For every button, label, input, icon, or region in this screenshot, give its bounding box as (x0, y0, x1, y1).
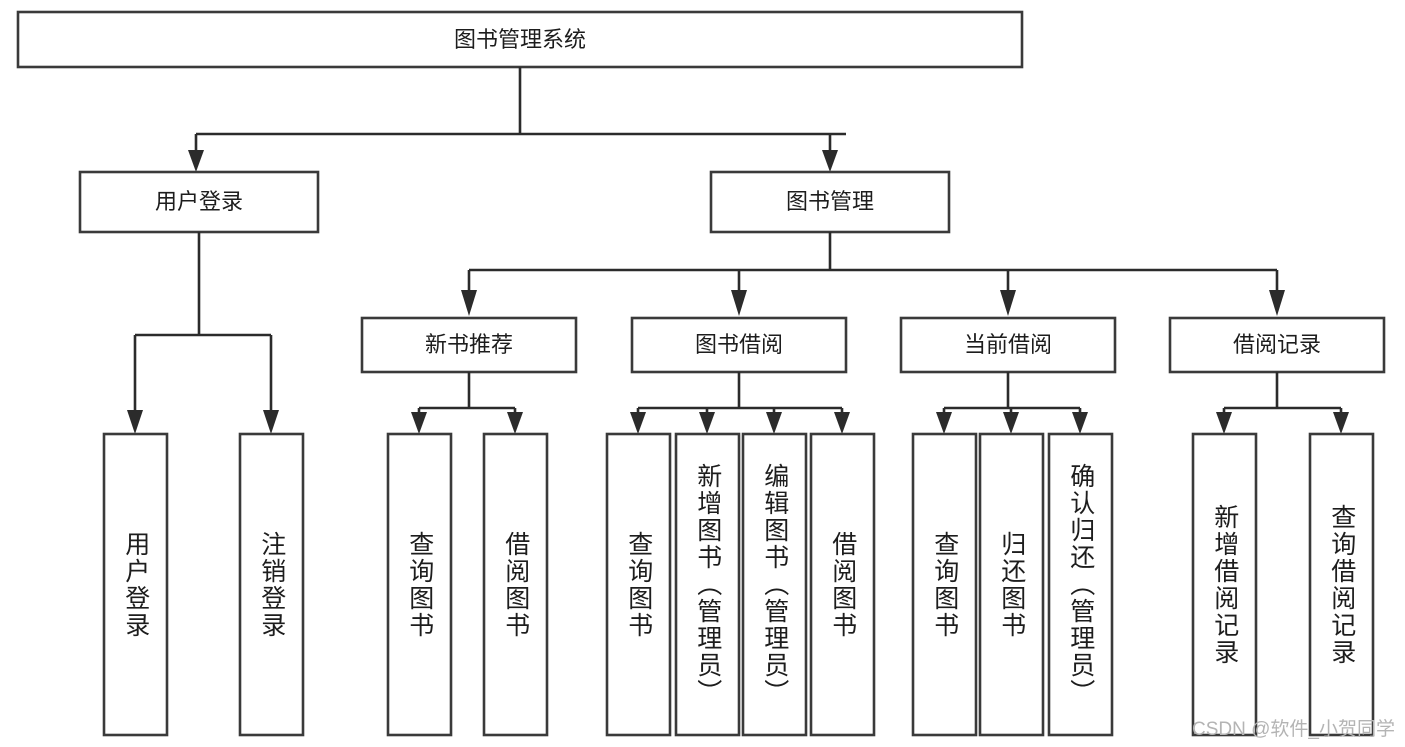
connector-book-management-to-level3 (461, 232, 1285, 316)
connector-current-borrow-to-leaves (936, 372, 1088, 434)
node-new-book-recommend-label: 新书推荐 (425, 332, 513, 357)
leaf-box-edit-book[interactable] (741, 432, 808, 737)
arrow-head-icon (822, 150, 838, 172)
leaf-box-add-record[interactable] (1191, 432, 1258, 737)
arrow-head-icon (411, 412, 427, 434)
node-current-borrow-label: 当前借阅 (964, 332, 1052, 357)
arrow-head-icon (766, 412, 782, 434)
node-title-box (16, 10, 1024, 69)
arrow-head-icon (188, 150, 204, 172)
arrow-head-icon (1000, 290, 1016, 316)
node-new-book-recommend[interactable]: 新书推荐 (360, 316, 578, 374)
arrow-head-icon (936, 412, 952, 434)
leaf-box-query-record[interactable] (1308, 432, 1375, 737)
node-current-borrow[interactable]: 当前借阅 (899, 316, 1117, 374)
leaf-box-query-book-3[interactable] (911, 432, 978, 737)
arrow-head-icon (834, 412, 850, 434)
node-book-management-label: 图书管理 (786, 189, 874, 214)
leaf-box-logout[interactable] (238, 432, 305, 737)
arrow-head-icon (507, 412, 523, 434)
node-new-book-recommend-box (360, 316, 578, 374)
watermark-text: CSDN @软件_小贺同学 (1192, 719, 1395, 740)
leaf-box-confirm-return[interactable] (1047, 432, 1114, 737)
node-user-login-box (78, 170, 320, 234)
connector-root-to-level2 (188, 67, 846, 172)
leaf-box-return-book[interactable] (978, 432, 1045, 737)
arrow-head-icon (1269, 290, 1285, 316)
leaf-boxes (102, 432, 1375, 737)
node-current-borrow-box (899, 316, 1117, 374)
arrow-head-icon (731, 290, 747, 316)
connector-new-book-recommend-to-leaves (411, 372, 523, 434)
arrow-head-icon (1333, 412, 1349, 434)
leaf-box-query-book-2[interactable] (605, 432, 672, 737)
node-book-borrow-label: 图书借阅 (695, 332, 783, 357)
arrow-head-icon (127, 410, 143, 434)
leaf-box-borrow-book-1[interactable] (482, 432, 549, 737)
connector-borrow-record-to-leaves (1216, 372, 1349, 434)
node-title-label: 图书管理系统 (454, 27, 586, 52)
node-borrow-record[interactable]: 借阅记录 (1168, 316, 1386, 374)
arrow-head-icon (263, 410, 279, 434)
connector-book-borrow-to-leaves (630, 372, 850, 434)
arrow-head-icon (699, 412, 715, 434)
arrow-head-icon (1216, 412, 1232, 434)
leaf-box-borrow-book-2[interactable] (809, 432, 876, 737)
node-user-login-label: 用户登录 (155, 189, 243, 214)
node-title[interactable]: 图书管理系统 (16, 10, 1024, 69)
arrow-head-icon (1072, 412, 1088, 434)
leaf-box-query-book-1[interactable] (386, 432, 453, 737)
node-book-management[interactable]: 图书管理 (709, 170, 951, 234)
node-user-login[interactable]: 用户登录 (78, 170, 320, 234)
node-borrow-record-label: 借阅记录 (1233, 332, 1321, 357)
node-book-borrow[interactable]: 图书借阅 (630, 316, 848, 374)
leaf-box-add-book[interactable] (674, 432, 741, 737)
arrow-head-icon (1003, 412, 1019, 434)
leaf-box-user-login[interactable] (102, 432, 169, 737)
connector-user-login-to-leaves (127, 232, 279, 434)
arrow-head-icon (630, 412, 646, 434)
arrow-head-icon (461, 290, 477, 316)
